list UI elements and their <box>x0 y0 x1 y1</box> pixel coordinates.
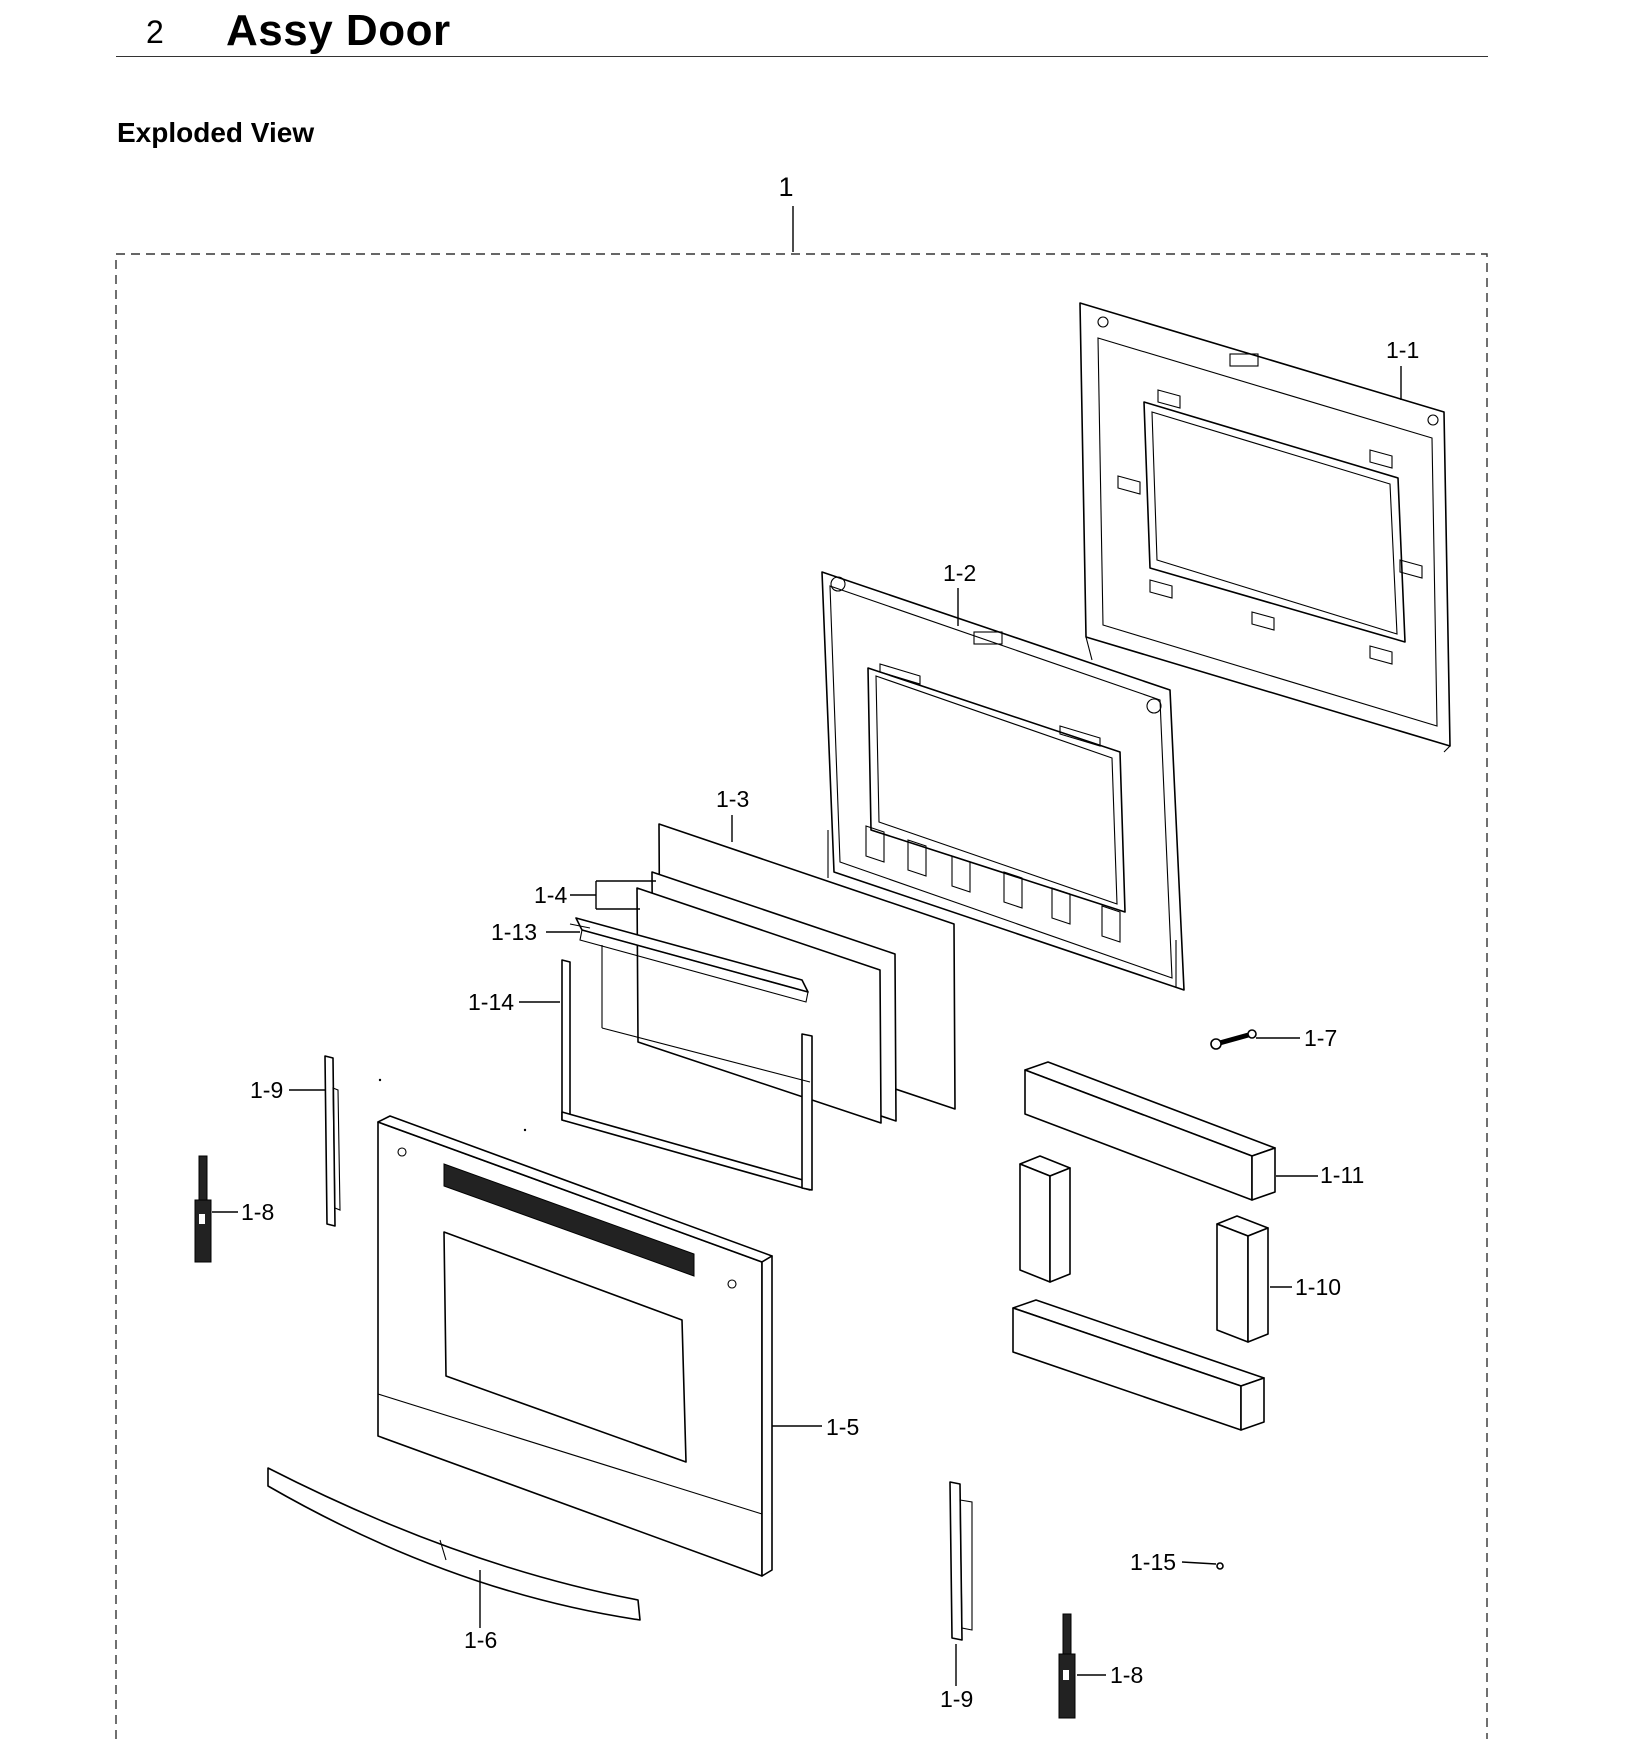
part-1-9-hinge-bracket-bottom <box>949 1481 973 1641</box>
assembly-boundary <box>115 253 1488 1739</box>
callout-1-6: 1-6 <box>464 1627 497 1653</box>
part-1-7-screw <box>1210 1029 1257 1050</box>
assembly-label: 1 <box>778 172 793 202</box>
part-1-4-glass-b <box>636 887 882 1124</box>
callout-1-8-bottom: 1-8 <box>1110 1662 1143 1688</box>
callout-1-13: 1-13 <box>491 919 537 945</box>
callout-1-3: 1-3 <box>716 786 749 812</box>
title-rule <box>116 56 1488 57</box>
leader-1-15 <box>1181 1561 1217 1565</box>
callout-1-11: 1-11 <box>1320 1162 1364 1188</box>
part-1-11-insulation-top <box>1024 1061 1276 1201</box>
part-1-13-glass-holder <box>569 917 809 1003</box>
callout-1-8-left: 1-8 <box>241 1199 274 1225</box>
callout-1-15: 1-15 <box>1130 1549 1176 1575</box>
part-1-10-insulation-blocks <box>1012 1155 1269 1431</box>
callout-1-10: 1-10 <box>1295 1274 1341 1300</box>
callout-1-4: 1-4 <box>534 882 567 908</box>
part-1-1-inner-door-frame <box>1079 302 1451 753</box>
stray-mark <box>378 1078 382 1082</box>
callout-1-5: 1-5 <box>826 1414 859 1440</box>
section-subtitle: Exploded View <box>117 117 315 148</box>
leader-1-4 <box>570 880 656 910</box>
callout-1-1: 1-1 <box>1386 337 1419 363</box>
part-1-8-hinge-left <box>194 1155 212 1263</box>
part-1-2-door-inner-panel <box>821 571 1185 991</box>
part-1-8-hinge-bottom <box>1058 1613 1076 1719</box>
callout-1-9-left: 1-9 <box>250 1077 283 1103</box>
callout-1-9-bottom: 1-9 <box>940 1686 973 1712</box>
part-1-14-glass-frame <box>561 945 813 1191</box>
part-1-5-outer-door-panel <box>377 1115 773 1577</box>
page-title: Assy Door <box>226 6 451 55</box>
part-1-15-small-screw <box>1216 1562 1224 1570</box>
stray-mark <box>523 1128 527 1132</box>
part-1-6-door-handle <box>267 1467 641 1621</box>
callout-1-2: 1-2 <box>943 560 976 586</box>
part-1-9-hinge-bracket-left <box>324 1055 341 1227</box>
callout-1-7: 1-7 <box>1304 1025 1337 1051</box>
section-number: 2 <box>146 14 164 50</box>
callout-1-14: 1-14 <box>468 989 514 1015</box>
